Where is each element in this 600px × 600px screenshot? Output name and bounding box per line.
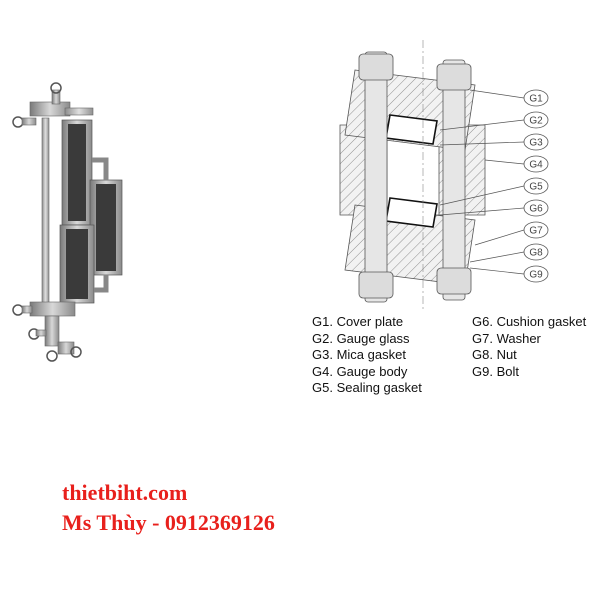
gauge-glass-bottom <box>385 197 438 228</box>
legend-column-2: G6. Cushion gasket G7. Washer G8. Nut G9… <box>472 314 586 380</box>
cross-section-drawing <box>339 40 486 310</box>
legend-entry-g5: G5. Sealing gasket <box>312 380 422 395</box>
contact-block: thietbiht.com Ms Thùy - 0912369126 <box>62 478 275 538</box>
legend-entry-g8: G8. Nut <box>472 347 517 362</box>
top-handwheel <box>50 82 62 94</box>
website-text: thietbiht.com <box>62 480 188 505</box>
drain-handwheel-3 <box>70 346 82 358</box>
bolt-left <box>358 51 394 303</box>
gauge-glass-top <box>385 114 438 145</box>
gauge-section-upper <box>61 119 93 226</box>
legend-entry-g2: G2. Gauge glass <box>312 330 410 346</box>
side-handwheel-bottom <box>12 304 24 316</box>
legend-column-1: G1. Cover plate G2. Gauge glass G3. Mica… <box>312 314 422 397</box>
legend-entry-g1: G1. Cover plate <box>312 314 404 329</box>
level-gauge-illustration <box>12 82 123 362</box>
gauge-section-lower <box>59 224 95 304</box>
bypass-pipe <box>41 117 50 309</box>
legend-entry-g3: G3. Mica gasket <box>312 347 406 362</box>
drain-handwheel-2 <box>46 350 58 362</box>
bottom-valves <box>12 301 82 362</box>
legend-entry-g7: G7. Washer <box>472 330 541 346</box>
legend-entry-g4: G4. Gauge body <box>312 363 408 379</box>
top-valve <box>12 82 94 128</box>
gauge-section-middle <box>89 179 123 276</box>
legend-entry-g6: G6. Cushion gasket <box>472 314 587 329</box>
phone-text: Ms Thùy - 0912369126 <box>62 510 275 535</box>
legend-entry-g9: G9. Bolt <box>472 363 519 379</box>
side-handwheel-top <box>12 116 24 128</box>
